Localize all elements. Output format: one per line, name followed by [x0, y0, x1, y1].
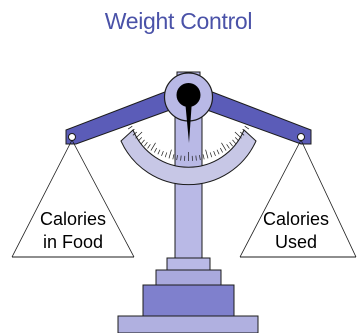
scale-base-block: [143, 285, 234, 316]
dial-tick: [245, 126, 249, 129]
dial-tick: [169, 150, 171, 159]
dial-tick: [165, 152, 167, 157]
dial-tick: [227, 144, 230, 148]
right-pan-label-line2: Used: [275, 232, 317, 252]
dial-tick: [220, 148, 222, 152]
dial-tick: [158, 150, 160, 155]
dial-tick: [235, 137, 238, 141]
dial-tick: [235, 132, 242, 138]
scale-base-foot: [118, 316, 258, 333]
dial-tick: [141, 140, 144, 144]
scale-beam-right: [207, 90, 311, 144]
left-pan-label-line2: in Food: [43, 232, 103, 252]
dial-tick: [148, 144, 151, 148]
dial-tick: [217, 150, 219, 155]
dial-tick: [206, 150, 208, 159]
dial-tick: [173, 154, 174, 159]
dial-tick: [151, 143, 156, 151]
right-pan-label-line1: Calories: [263, 209, 329, 229]
dial-tick: [144, 142, 147, 146]
dial-tick: [128, 126, 132, 129]
right-pan: Calories Used: [240, 134, 356, 258]
dial-tick: [210, 152, 212, 157]
dial-tick: [154, 148, 156, 152]
dial-tick: [232, 140, 235, 144]
scale-base-cap: [156, 270, 221, 285]
dial-tick: [214, 151, 216, 156]
dial-tick: [162, 151, 164, 156]
scale-base-top: [167, 258, 210, 270]
scale-beam-left: [66, 90, 170, 144]
left-pan: Calories in Food: [12, 134, 134, 258]
dial-tick: [203, 154, 204, 159]
left-pan-label-line1: Calories: [40, 209, 106, 229]
dial-tick: [221, 143, 226, 151]
dial-tick: [230, 142, 233, 146]
dial-tick: [136, 132, 143, 138]
dial-tick: [138, 137, 141, 141]
